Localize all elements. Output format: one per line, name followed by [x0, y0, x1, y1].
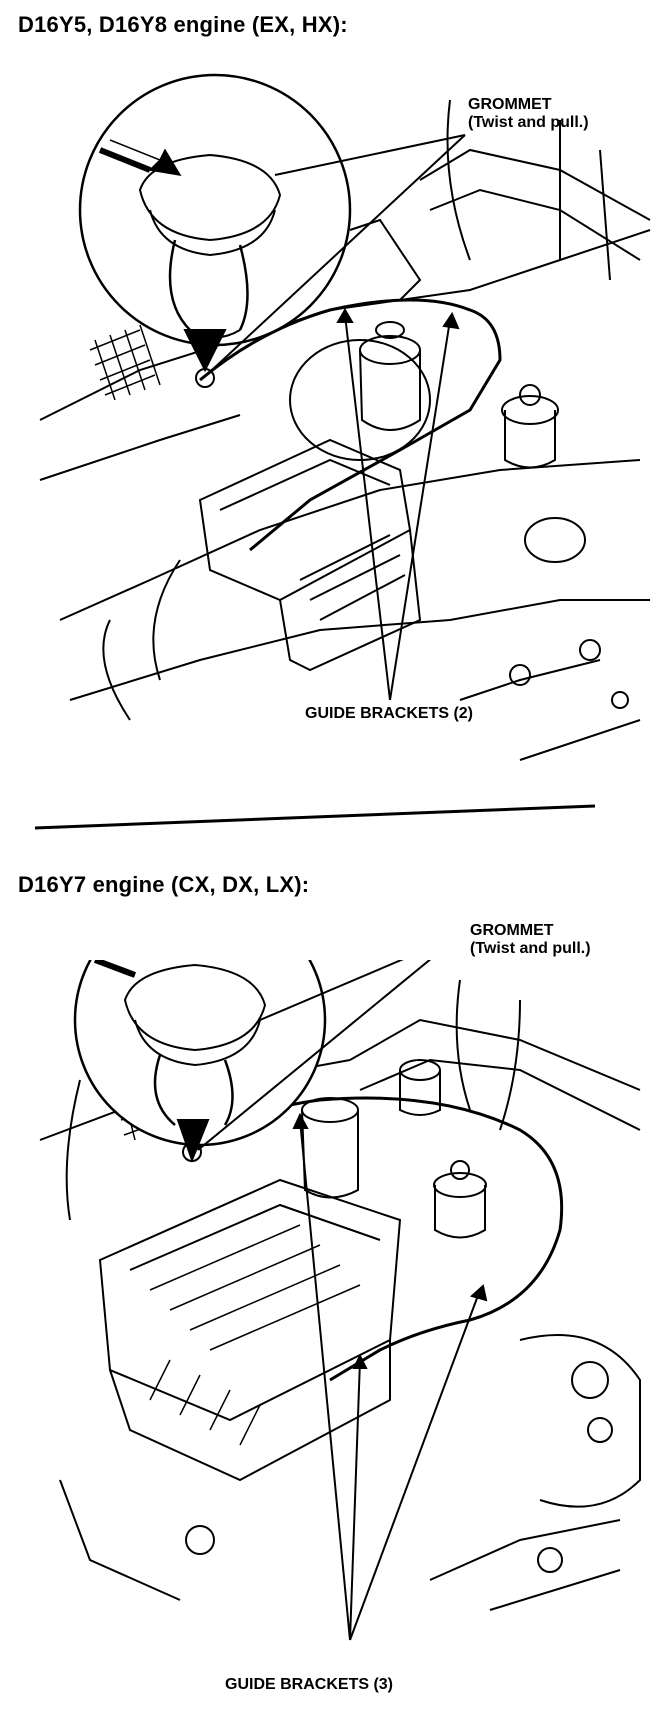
section1-grommet-note: (Twist and pull.)	[468, 114, 589, 131]
section1-engine-bay	[39, 99, 651, 761]
section1-bracket-leaders	[336, 308, 460, 701]
section1-engine-diagram	[39, 73, 651, 761]
section2-grommet-label: GROMMET (Twist and pull.)	[470, 922, 591, 958]
section2-grommet-leaders	[197, 960, 432, 1151]
section2-grommet-note: (Twist and pull.)	[470, 940, 591, 957]
section2-engine-diagram	[39, 960, 641, 1641]
section2-grommet-text: GROMMET	[470, 922, 554, 939]
section1-title: D16Y5, D16Y8 engine (EX, HX):	[18, 12, 348, 37]
section2-brackets-label: GUIDE BRACKETS (3)	[225, 1676, 394, 1693]
section1-magnifier	[78, 73, 352, 373]
section2-bracket-leaders	[292, 1112, 488, 1641]
section1-grommet-leaders	[211, 134, 466, 371]
section2-magnifier	[73, 960, 327, 1163]
section1-brackets-label: GUIDE BRACKETS (2)	[305, 705, 474, 722]
section2-title: D16Y7 engine (CX, DX, LX):	[18, 872, 310, 897]
section-divider	[34, 804, 596, 830]
section1-grommet-text: GROMMET	[468, 96, 552, 113]
section1-grommet-label: GROMMET (Twist and pull.)	[468, 96, 589, 132]
